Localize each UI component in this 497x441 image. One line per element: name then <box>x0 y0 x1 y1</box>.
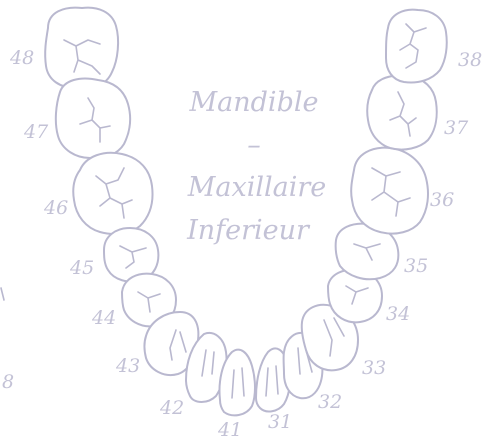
tooth-label-34: 34 <box>386 303 410 325</box>
tooth-36[interactable]: 36 <box>351 148 454 234</box>
tooth-label-47: 47 <box>23 121 49 143</box>
title-dash: – <box>247 130 261 161</box>
tooth-label-43: 43 <box>115 355 140 377</box>
tooth-47[interactable]: 47 <box>23 79 130 159</box>
tooth-38[interactable]: 38 <box>386 10 482 83</box>
title-line-mandible: Mandible <box>189 87 319 118</box>
title-line-inferieur: Inferieur <box>186 215 311 246</box>
tooth-label-38: 38 <box>458 49 482 71</box>
tooth-label-32: 32 <box>318 391 342 413</box>
title-line-maxillaire: Maxillaire <box>187 172 327 203</box>
tooth-37[interactable]: 37 <box>367 76 469 150</box>
chart-title: Mandible – Maxillaire Inferieur <box>186 87 326 246</box>
tooth-label-33: 33 <box>362 357 386 379</box>
tooth-label-45: 45 <box>69 257 94 279</box>
tooth-label-35: 35 <box>404 255 428 277</box>
tooth-48[interactable]: 48 <box>9 8 118 89</box>
tooth-label-36: 36 <box>430 189 454 211</box>
tooth-46[interactable]: 46 <box>43 153 153 234</box>
tooth-label-42: 42 <box>159 397 184 419</box>
tooth-label-44: 44 <box>91 307 116 329</box>
cropped-tooth-label: 8 <box>2 371 14 393</box>
tooth-label-41: 41 <box>217 419 242 441</box>
cropped-outline-fragment <box>1 288 4 300</box>
tooth-label-46: 46 <box>43 197 68 219</box>
tooth-label-48: 48 <box>9 47 34 69</box>
tooth-43[interactable]: 43 <box>115 312 198 377</box>
tooth-label-31: 31 <box>268 411 292 433</box>
tooth-label-37: 37 <box>444 117 469 139</box>
